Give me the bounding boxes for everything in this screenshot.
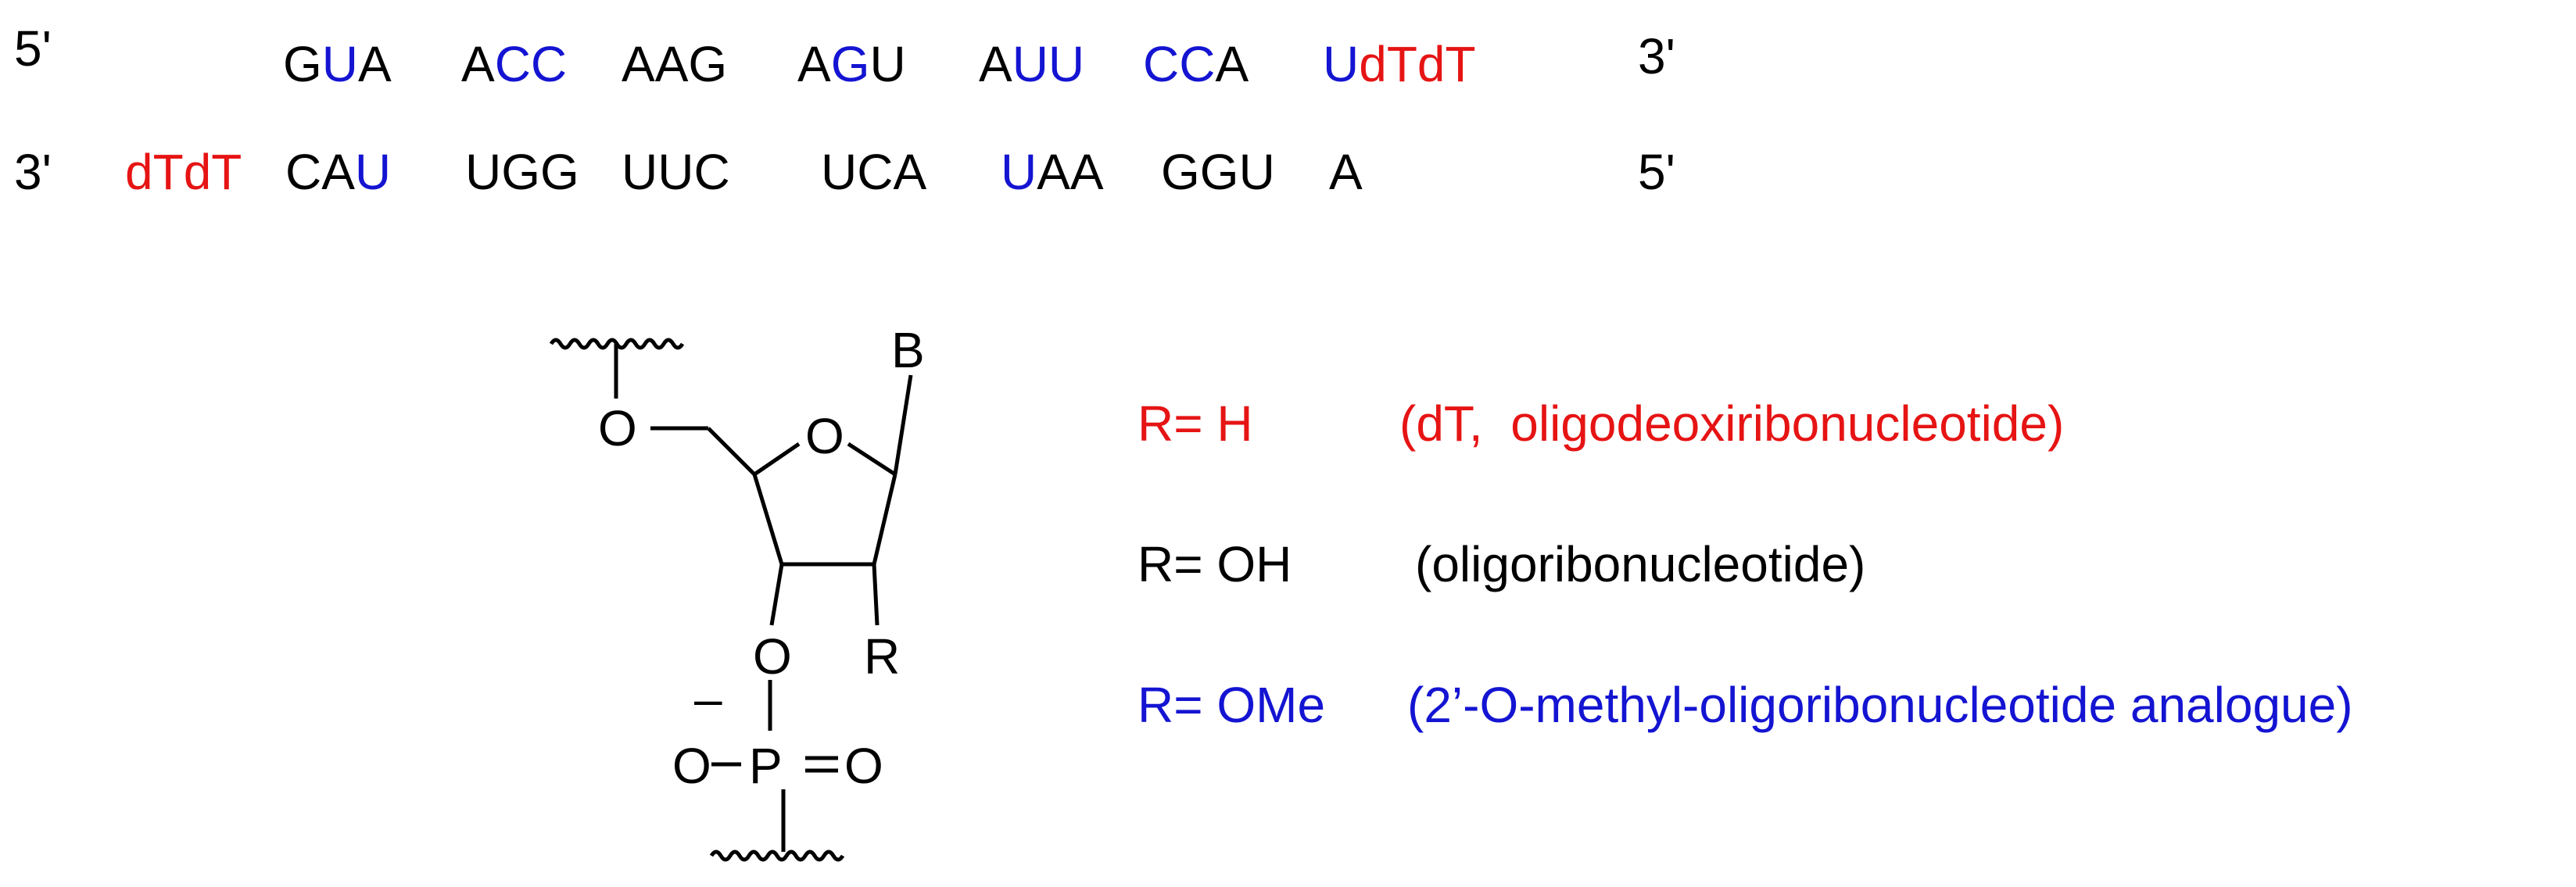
oxygen-5prime-label: O <box>598 400 637 456</box>
wavy-bond-bottom <box>709 849 845 862</box>
sense-nucleotide-segment: CC <box>1143 36 1216 92</box>
antisense-codon: A <box>1329 147 1363 197</box>
antisense-nucleotide-segment: UGG <box>465 144 579 200</box>
sense-nucleotide-segment: UU <box>1012 36 1085 92</box>
legend-desc-oh: (oligoribonucleotide) <box>1415 536 1866 592</box>
sense-nucleotide-segment: G <box>283 36 322 92</box>
antisense-nucleotide-segment: U <box>354 144 392 200</box>
antisense-codon: GGU <box>1161 147 1275 197</box>
legend-desc-ome: (2’-O-methyl-oligoribonucleotide analogu… <box>1407 677 2353 733</box>
sense-nucleotide-segment: A <box>461 36 495 92</box>
sense-nucleotide-segment: CC <box>494 36 568 92</box>
ring-oxygen-label: O <box>805 408 844 464</box>
antisense-codon: UUC <box>622 147 730 197</box>
sense-3prime-end: 3' <box>1638 28 1675 84</box>
base-label: B <box>891 322 925 378</box>
sense-codon: UdTdT <box>1323 39 1476 89</box>
sense-codon: ACC <box>461 39 567 89</box>
antisense-nucleotide-segment: A <box>1329 144 1363 200</box>
sense-nucleotide-segment: dTdT <box>1359 36 1476 92</box>
phosphorus-label: P <box>749 738 783 794</box>
sense-nucleotide-segment: A <box>979 36 1012 92</box>
antisense-nucleotide-segment: CA <box>285 144 355 200</box>
antisense-codon: UAA <box>1001 147 1104 197</box>
bonds <box>614 344 913 852</box>
legend-desc-h: (dT, oligodeoxiribonucleotide) <box>1399 395 2065 452</box>
legend-formula-oh: R= OH <box>1138 536 1292 592</box>
sense-nucleotide-segment: A <box>797 36 831 92</box>
sense-codon: AAG <box>622 39 727 89</box>
antisense-codon: UCA <box>821 147 926 197</box>
sense-nucleotide-segment: G <box>830 36 870 92</box>
sense-nucleotide-segment: U <box>869 36 906 92</box>
sense-nucleotide-segment: U <box>1323 36 1360 92</box>
antisense-nucleotide-segment: U <box>1001 144 1037 200</box>
antisense-codon: CAU <box>285 147 391 197</box>
antisense-nucleotide-segment: GGU <box>1161 144 1275 200</box>
negative-charge: – <box>694 671 722 727</box>
antisense-nucleotide-segment: dTdT <box>125 144 242 200</box>
sense-codon: AUU <box>979 39 1084 89</box>
antisense-nucleotide-segment: AA <box>1037 144 1104 200</box>
antisense-nucleotide-segment: UCA <box>821 144 927 200</box>
sense-nucleotide-segment: A <box>358 36 392 92</box>
oxygen-3prime-label: O <box>753 628 792 685</box>
sense-codon: CCA <box>1143 39 1249 89</box>
sense-5prime-end: 5' <box>14 20 52 77</box>
antisense-codon: dTdT <box>125 147 242 197</box>
antisense-5prime-end: 5' <box>1638 144 1675 200</box>
sense-codon: AGU <box>797 39 906 89</box>
sense-nucleotide-segment: AAG <box>622 36 728 92</box>
sense-codon: GUA <box>283 39 392 89</box>
sense-nucleotide-segment: A <box>1215 36 1249 92</box>
substituent-label: R <box>864 628 900 685</box>
phosphate-oxygen-right: O <box>844 738 883 794</box>
phosphate-oxygen-left: O <box>672 738 711 794</box>
antisense-nucleotide-segment: UUC <box>622 144 730 200</box>
legend-formula-ome: R= OMe <box>1138 677 1326 733</box>
antisense-codon: UGG <box>465 147 579 197</box>
legend-formula-h: R= H <box>1138 395 1253 452</box>
antisense-3prime-end: 3' <box>14 144 52 200</box>
sense-nucleotide-segment: U <box>321 36 358 92</box>
